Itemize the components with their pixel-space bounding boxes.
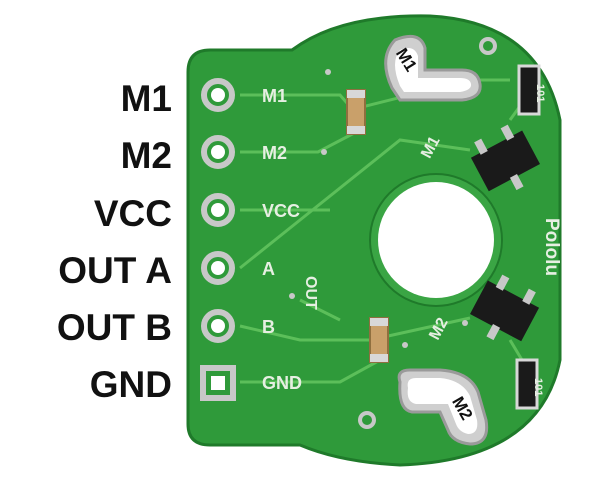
pin-label-m1: M1 xyxy=(120,78,172,119)
pin-label-gnd: GND xyxy=(89,364,172,405)
pin-pads xyxy=(200,78,236,401)
silk-pin-m2: M2 xyxy=(262,143,287,163)
silk-brand: Pololu xyxy=(541,218,562,276)
resistor-top: 101 xyxy=(517,64,546,116)
motor-terminal-bottom: M2 xyxy=(397,368,489,446)
silk-resistor-top: 101 xyxy=(534,84,546,102)
motor-terminal-top: M1 xyxy=(384,34,482,102)
capacitor-bottom xyxy=(369,317,389,363)
silk-pin-vcc: VCC xyxy=(262,201,300,221)
silk-pin-m1: M1 xyxy=(262,86,287,106)
silk-pin-a: A xyxy=(262,259,275,279)
silk-pin-gnd: GND xyxy=(262,373,302,393)
capacitor-top xyxy=(346,89,366,135)
resistor-bottom: 101 xyxy=(515,358,544,410)
pin-label-m2: M2 xyxy=(120,135,172,176)
silk-pin-b: B xyxy=(262,317,275,337)
hall-sensor-bottom xyxy=(470,274,540,342)
silk-resistor-bottom: 101 xyxy=(532,378,544,396)
vias xyxy=(289,37,497,429)
pin-label-vcc: VCC xyxy=(93,193,172,234)
copper-traces xyxy=(239,78,530,384)
shaft-hole xyxy=(378,182,494,298)
hall-sensor-top xyxy=(470,124,540,192)
silk-out: OUT xyxy=(302,276,319,310)
silkscreen-pin-names: M1 M2 VCC A B GND xyxy=(262,86,302,393)
pin-label-out-a: OUT A xyxy=(58,250,172,291)
pin-label-out-b: OUT B xyxy=(56,307,172,348)
